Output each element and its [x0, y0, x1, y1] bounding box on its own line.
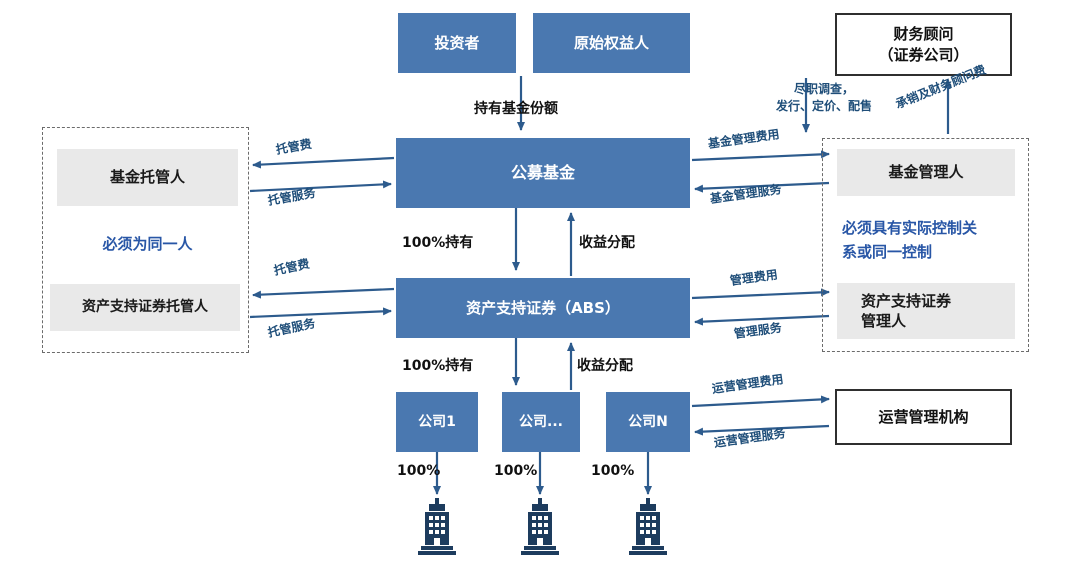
- arrow-custody-fee-fund: [252, 156, 395, 169]
- arrow-fund-mgmt-fee: [691, 150, 830, 162]
- underlying-asset-2: [520, 498, 560, 556]
- node-ops-manager: 运营管理机构: [835, 389, 1012, 445]
- node-financial-advisor: 财务顾问 （证券公司）: [835, 13, 1012, 76]
- node-abs-manager: 资产支持证券 管理人: [837, 283, 1015, 339]
- same-person-note: 必须为同一人: [102, 235, 193, 253]
- label-ops-service: 运营管理服务: [713, 426, 787, 450]
- label-mgmt-fee: 管理费用: [729, 267, 779, 288]
- underlying-asset-3: [628, 498, 668, 556]
- building-icon: [418, 498, 456, 555]
- label-fund-mgmt-service: 基金管理服务: [709, 182, 783, 206]
- label-ops-fee: 运营管理费用: [711, 372, 785, 396]
- arrow-ops-fee: [691, 395, 830, 408]
- label-100pct-hold-fund: 100%持有: [402, 235, 474, 251]
- label-custody-fee-abs: 托管费: [272, 256, 311, 278]
- node-abs: 资产支持证券（ABS）: [396, 278, 690, 338]
- control-relationship-note: 必须具有实际控制关 系或同一控制: [842, 219, 978, 261]
- node-fund-manager: 基金管理人: [837, 149, 1015, 196]
- label-100pct-1: 100%: [397, 463, 441, 479]
- node-company-1: 公司1: [396, 392, 478, 452]
- node-original-holder: 原始权益人: [533, 13, 690, 73]
- label-custody-service-fund: 托管服务: [266, 185, 317, 208]
- label-due-diligence: 尽职调查， 发行、定价、配售: [775, 82, 872, 113]
- label-hold-fund-shares: 持有基金份额: [474, 101, 558, 117]
- arrow-custody-service-fund: [249, 180, 392, 193]
- arrow-custody-fee-abs: [252, 287, 395, 299]
- label-mgmt-service: 管理服务: [733, 320, 783, 341]
- label-100pct-3: 100%: [591, 463, 635, 479]
- label-100pct-hold-abs: 100%持有: [402, 358, 474, 374]
- node-company-ellipsis: 公司...: [502, 392, 580, 452]
- custodian-group-frame: [42, 127, 249, 353]
- label-income-dist-abs: 收益分配: [577, 358, 633, 374]
- label-100pct-2: 100%: [494, 463, 538, 479]
- building-icon: [629, 498, 667, 555]
- node-fund-custodian: 基金托管人: [57, 149, 238, 206]
- node-company-n: 公司N: [606, 392, 690, 452]
- label-fund-mgmt-fee: 基金管理费用: [707, 127, 781, 151]
- arrow-mgmt-fee: [691, 288, 830, 300]
- label-custody-fee-fund: 托管费: [274, 136, 313, 157]
- arrow-custody-service-abs: [249, 307, 392, 319]
- node-investor: 投资者: [398, 13, 516, 73]
- building-icon: [521, 498, 559, 555]
- label-custody-service-abs: 托管服务: [266, 316, 317, 340]
- underlying-asset-1: [417, 498, 457, 556]
- manager-group-frame: [822, 138, 1029, 352]
- node-abs-custodian: 资产支持证券托管人: [50, 284, 240, 331]
- node-public-fund: 公募基金: [396, 138, 690, 208]
- label-income-dist-fund: 收益分配: [579, 235, 635, 251]
